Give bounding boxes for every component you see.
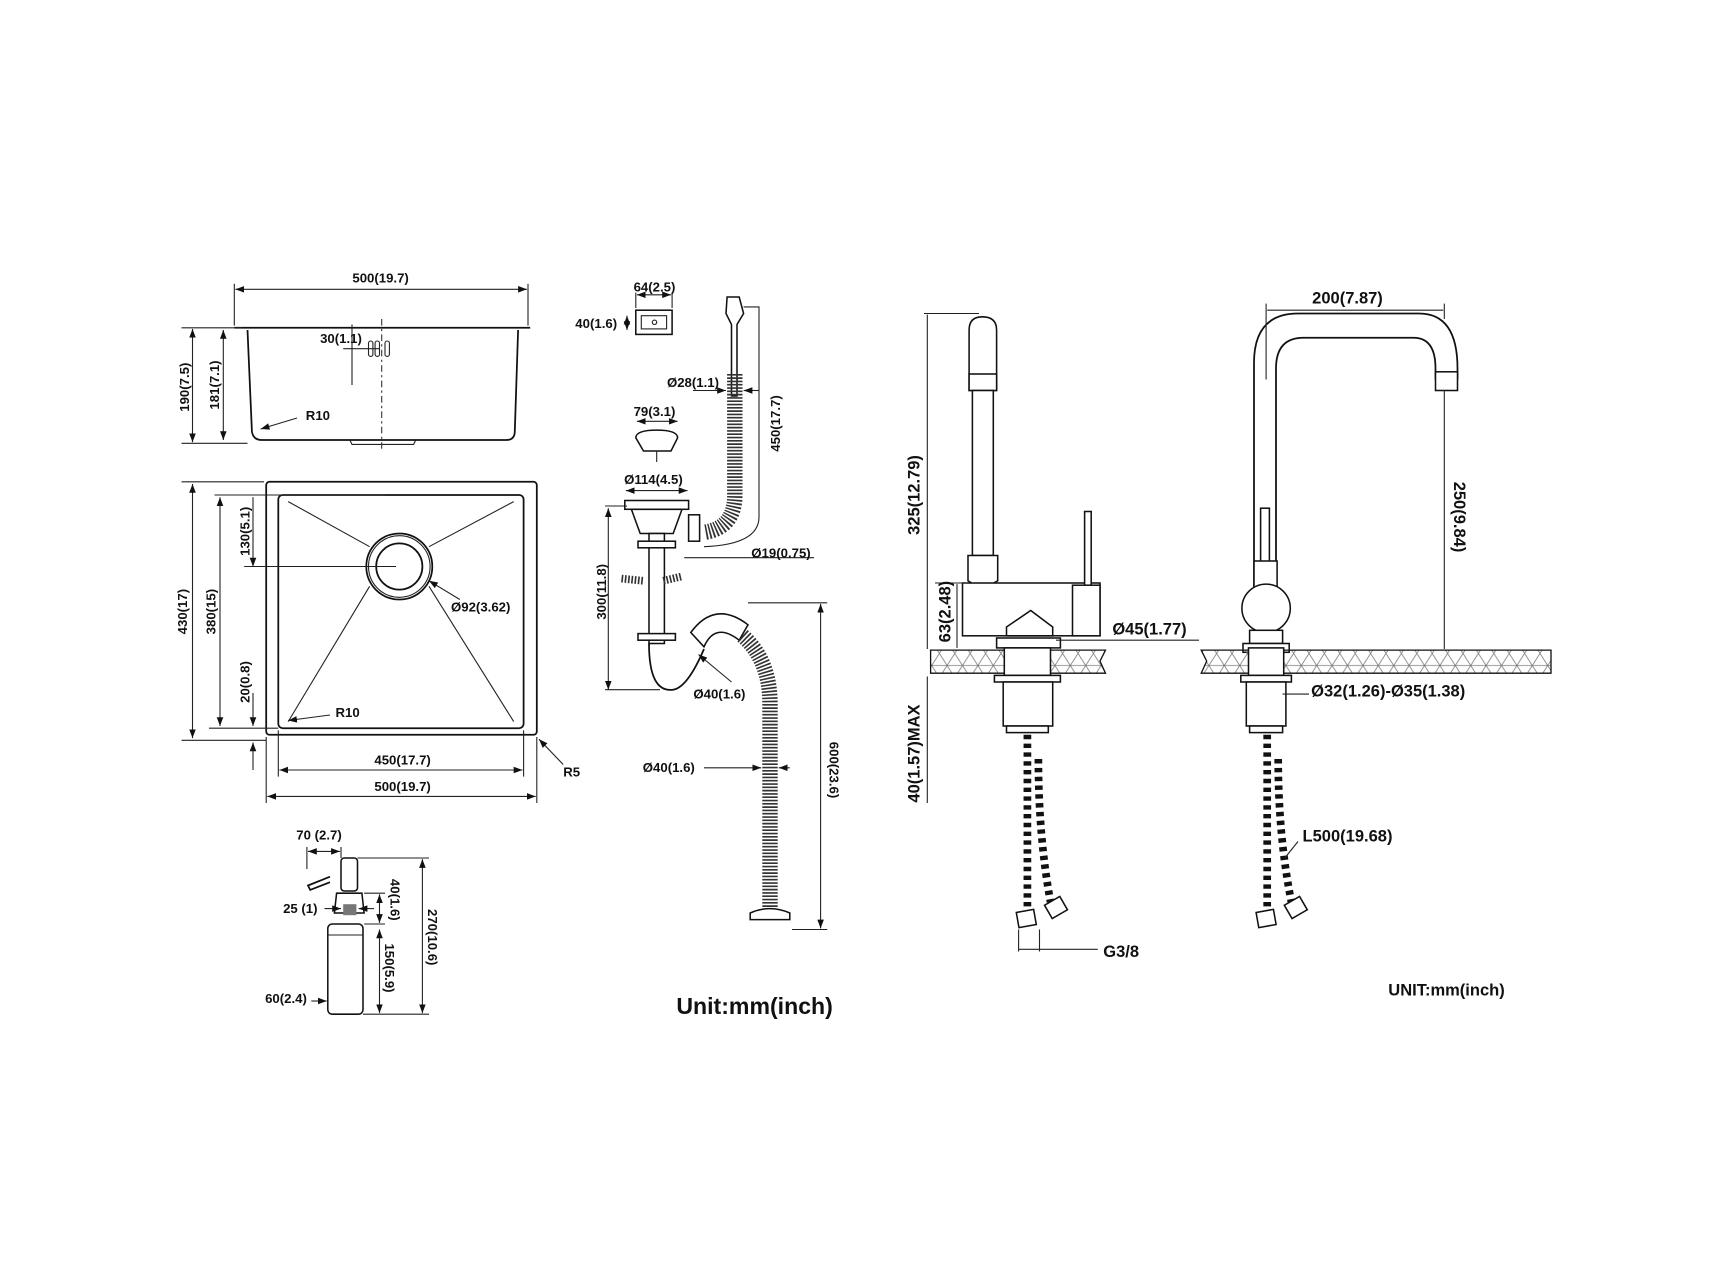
- spout-length-label: 70 (2.7): [296, 827, 341, 842]
- hose-length-label: L500(19.68): [1303, 828, 1393, 846]
- outer-length-label: 430(17): [175, 589, 190, 634]
- sink-side-view: 500(19.7) 190(7.5) 181(7.1) 30(1.1) R10: [177, 271, 531, 452]
- overflow-height-label: 40(1.6): [575, 316, 617, 331]
- spout-height-label: 250(9.84): [1450, 482, 1468, 553]
- connector-label: G3/8: [1103, 943, 1139, 961]
- inner-radius-label: R10: [336, 705, 360, 720]
- drain-height-label: 300(11.8): [594, 564, 609, 620]
- neck-label: 40(1.6): [388, 879, 403, 921]
- strainer-diameter-label: Ø114(4.5): [624, 472, 683, 487]
- inlet-diameter-label: Ø19(0.75): [751, 546, 810, 561]
- overflow-label: 30(1.1): [320, 331, 362, 346]
- soap-dispenser: 70 (2.7) 25 (1) 60(2.4) 40(1.6) 150(5.9)…: [265, 827, 440, 1015]
- hose-diameter-label: Ø28(1.1): [667, 375, 719, 390]
- spout-reach-label: 200(7.87): [1312, 290, 1383, 308]
- thread-label: 25 (1): [283, 901, 317, 916]
- drain-diameter-label: Ø92(3.62): [451, 600, 510, 615]
- drain-kit: 64(2.5) 40(1.6) Ø28(1.1) 79(3.1) 450(17.…: [575, 280, 841, 931]
- body-height-label: 63(2.48): [936, 581, 954, 642]
- trap-diameter-label: Ø40(1.6): [693, 687, 745, 702]
- bottle-height-label: 150(5.9): [382, 943, 397, 992]
- unit-label-left: Unit:mm(inch): [676, 993, 833, 1019]
- outer-radius-label: R5: [563, 765, 580, 780]
- overflow-hose-length-label: 450(17.7): [768, 395, 783, 451]
- side-radius-label: R10: [306, 408, 330, 423]
- sink-top-view: 430(17) 380(15) 130(5.1) 20(0.8) Ø92(3.6…: [175, 480, 580, 804]
- body-diameter-label: Ø45(1.77): [1112, 621, 1186, 639]
- outer-width-label: 500(19.7): [374, 779, 430, 794]
- inner-length-label: 380(15): [204, 589, 219, 634]
- outlet-length-label: 600(23.6): [826, 742, 841, 798]
- inner-width-label: 450(17.7): [374, 753, 430, 768]
- sink-depth-label: 190(7.5): [177, 363, 192, 412]
- basket-width-label: 79(3.1): [634, 404, 676, 419]
- overflow-width-label: 64(2.5): [634, 280, 676, 295]
- drain-offset-label: 130(5.1): [238, 507, 253, 556]
- outlet-diameter-label: Ø40(1.6): [643, 760, 695, 775]
- bottle-diameter-label: 60(2.4): [265, 991, 307, 1006]
- faucet-front-view: 200(7.87) 250(9.84) Ø32(1.26)-Ø35(1.38) …: [1200, 290, 1552, 929]
- unit-label-right: UNIT:mm(inch): [1388, 982, 1504, 1000]
- faucet-side-view: 325(12.79) 63(2.48) Ø45(1.77) 40(1.57)MA…: [906, 312, 1199, 961]
- bottom-gap-label: 20(0.8): [238, 661, 253, 703]
- sink-inner-depth-label: 181(7.1): [207, 360, 222, 409]
- sink-width-label: 500(19.7): [352, 271, 408, 286]
- faucet-height-label: 325(12.79): [906, 455, 924, 535]
- deck-thickness-label: 40(1.57)MAX: [906, 704, 924, 802]
- mounting-hole-label: Ø32(1.26)-Ø35(1.38): [1311, 682, 1465, 700]
- total-height-label: 270(10.6): [425, 909, 440, 965]
